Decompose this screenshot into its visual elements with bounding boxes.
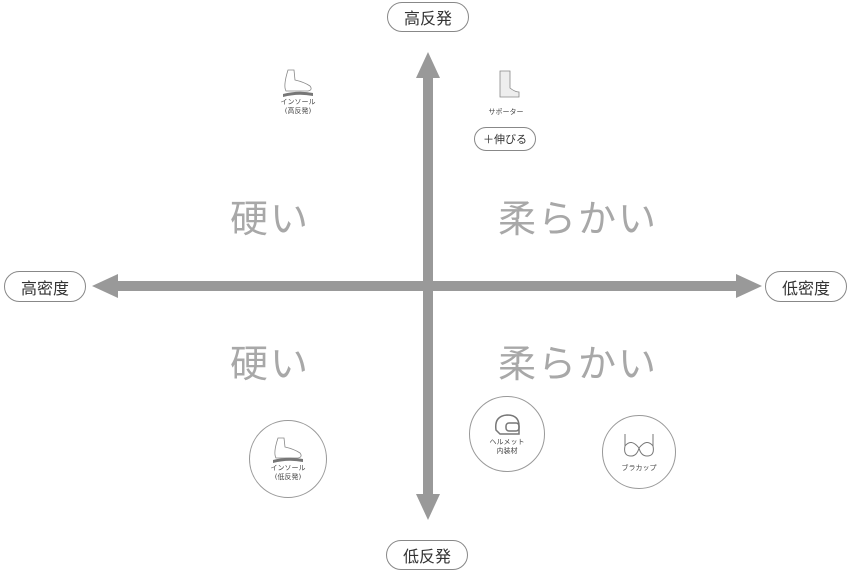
item-insole-low: インソール (低反発) [249,420,327,498]
item-label: インソール [280,98,316,106]
item-label: サポーター [488,108,524,116]
helmet-icon [494,414,520,435]
axis-label-right: 低密度 [765,271,847,302]
horizontal-axis [114,281,739,291]
arrow-up [416,52,440,78]
quadrant-bottom-right: 柔らかい [498,342,659,386]
arrow-down [416,494,440,520]
item-label: ブラカップ [621,463,657,472]
quadrant-top-left: 硬い [230,197,311,241]
foot-icon [283,69,313,97]
item-insole-high: インソール (高反発) [268,68,328,116]
item-sublabel: (高反発) [284,107,312,115]
item-supporter: サポーター [476,68,536,117]
axis-label-left: 高密度 [4,271,86,302]
item-label: インソール [270,464,306,472]
item-helmet: ヘルメット 内装材 [469,396,545,472]
quadrant-bottom-left: 硬い [230,342,311,386]
axis-label-bottom: 低反発 [386,540,468,570]
stretch-badge: ＋伸びる [474,127,536,151]
arrow-left [92,274,118,298]
arrow-right [736,274,762,298]
bra-icon [624,433,654,457]
item-sublabel: (低反発) [274,473,302,481]
item-bra: ブラカップ [602,415,676,489]
item-label: ヘルメット [489,438,525,446]
axis-label-top: 高反発 [387,2,469,32]
item-sublabel: 内装材 [496,447,518,455]
ankle-supporter-icon [499,70,520,98]
foot-icon [273,437,303,463]
quadrant-top-right: 柔らかい [498,197,659,241]
